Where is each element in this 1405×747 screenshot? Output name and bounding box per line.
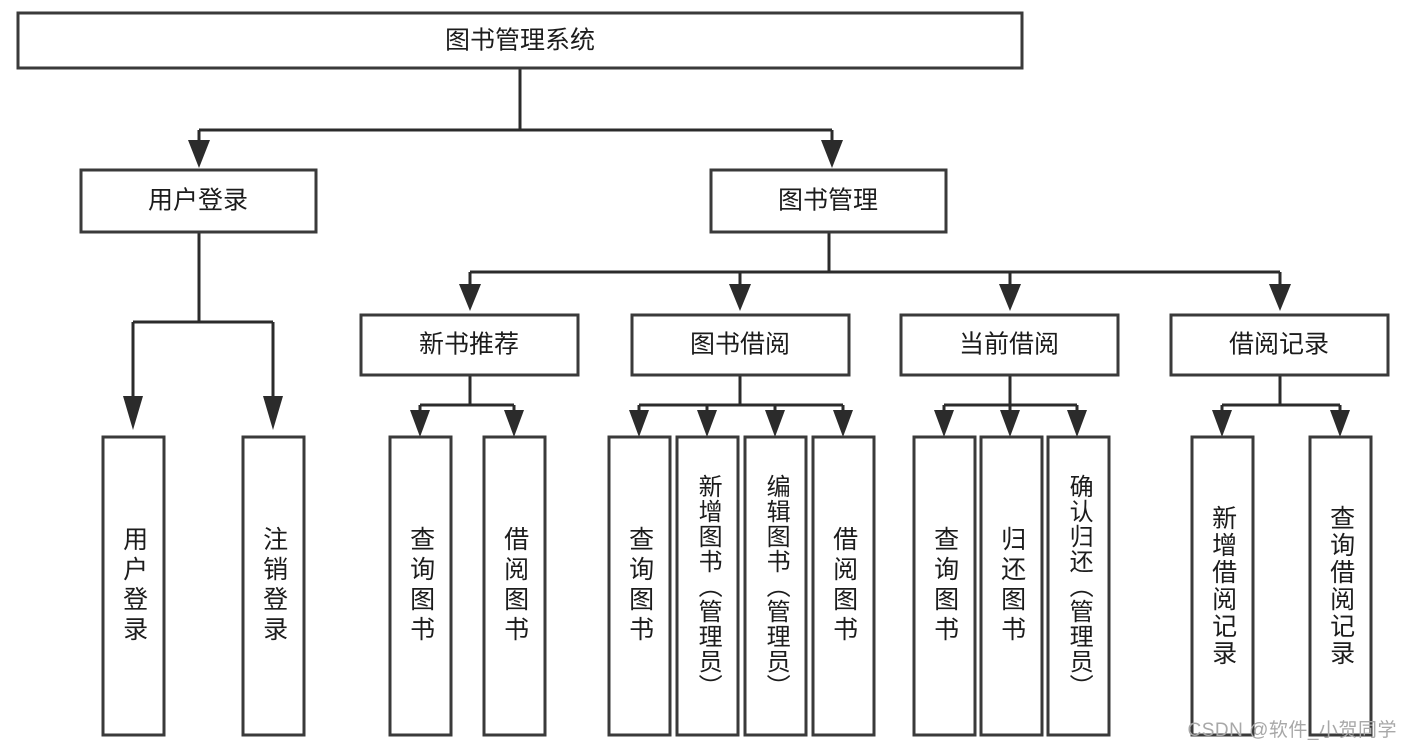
arrowhead-new-book-rec [459, 284, 481, 311]
node-user-login-label: 用户登录 [148, 187, 248, 215]
arrowhead-leaf-borrow-book-1 [504, 410, 524, 437]
node-book-manage-box[interactable] [709, 168, 948, 234]
node-leaf-confirm-return-box[interactable] [1046, 435, 1111, 737]
node-leaf-query-record-box[interactable] [1308, 435, 1373, 737]
arrowhead-leaf-add-record [1212, 410, 1232, 437]
node-leaf-return-book-box[interactable] [979, 435, 1044, 737]
arrowhead-leaf-query-book-2 [629, 410, 649, 437]
connector-group-book-borrow [629, 375, 853, 437]
arrowhead-leaf-query-book-1 [410, 410, 430, 437]
connector-group-new-book-rec [410, 375, 524, 437]
node-book-borrow-label: 图书借阅 [690, 331, 790, 359]
node-root-label: 图书管理系统 [445, 27, 595, 55]
node-leaf-add-book-box[interactable] [675, 435, 740, 737]
connector-group-book-manage [459, 232, 1291, 311]
node-current-borrow-box[interactable] [899, 313, 1120, 377]
csdn-watermark: CSDN @软件_小贺同学 [1187, 720, 1397, 741]
arrowhead-current-borrow [999, 284, 1021, 311]
node-book-manage-label: 图书管理 [778, 187, 878, 215]
connector-group-current-borrow [934, 375, 1087, 437]
connector-group-user-login [123, 232, 283, 430]
connector-group-borrow-record [1212, 375, 1350, 437]
node-borrow-record-box[interactable] [1169, 313, 1390, 377]
node-leaf-borrow-book-1-box[interactable] [482, 435, 547, 737]
node-current-borrow-label: 当前借阅 [959, 331, 1059, 359]
arrowhead-leaf-logout [263, 396, 283, 430]
arrowhead-leaf-query-record [1330, 410, 1350, 437]
arrowhead-user-login [188, 140, 210, 168]
arrowhead-leaf-user-login [123, 396, 143, 430]
node-leaf-add-record-box[interactable] [1190, 435, 1255, 737]
arrowhead-book-borrow [729, 284, 751, 311]
node-leaf-logout-box[interactable] [241, 435, 306, 737]
connector-group-root [188, 68, 843, 168]
node-leaf-query-book-1-box[interactable] [388, 435, 453, 737]
node-leaf-user-login-box[interactable] [101, 435, 166, 737]
node-book-borrow-box[interactable] [630, 313, 851, 377]
arrowhead-leaf-borrow-book-2 [833, 410, 853, 437]
arrowhead-leaf-return-book [1000, 410, 1020, 437]
node-borrow-record-label: 借阅记录 [1229, 331, 1329, 359]
node-new-book-rec-box[interactable] [359, 313, 580, 377]
arrowhead-book-manage [821, 140, 843, 168]
arrowhead-leaf-add-book [697, 410, 717, 437]
node-leaf-query-book-3-box[interactable] [912, 435, 977, 737]
node-leaf-query-book-2-box[interactable] [607, 435, 672, 737]
node-new-book-rec-label: 新书推荐 [419, 331, 519, 359]
node-leaf-borrow-book-2-box[interactable] [811, 435, 876, 737]
node-root-box[interactable] [16, 11, 1024, 70]
arrowhead-leaf-confirm-return [1067, 410, 1087, 437]
node-leaf-edit-book-box[interactable] [743, 435, 808, 737]
arrowhead-borrow-record [1269, 284, 1291, 311]
arrowhead-leaf-edit-book [765, 410, 785, 437]
node-user-login-box[interactable] [79, 168, 318, 234]
arrowhead-leaf-query-book-3 [934, 410, 954, 437]
